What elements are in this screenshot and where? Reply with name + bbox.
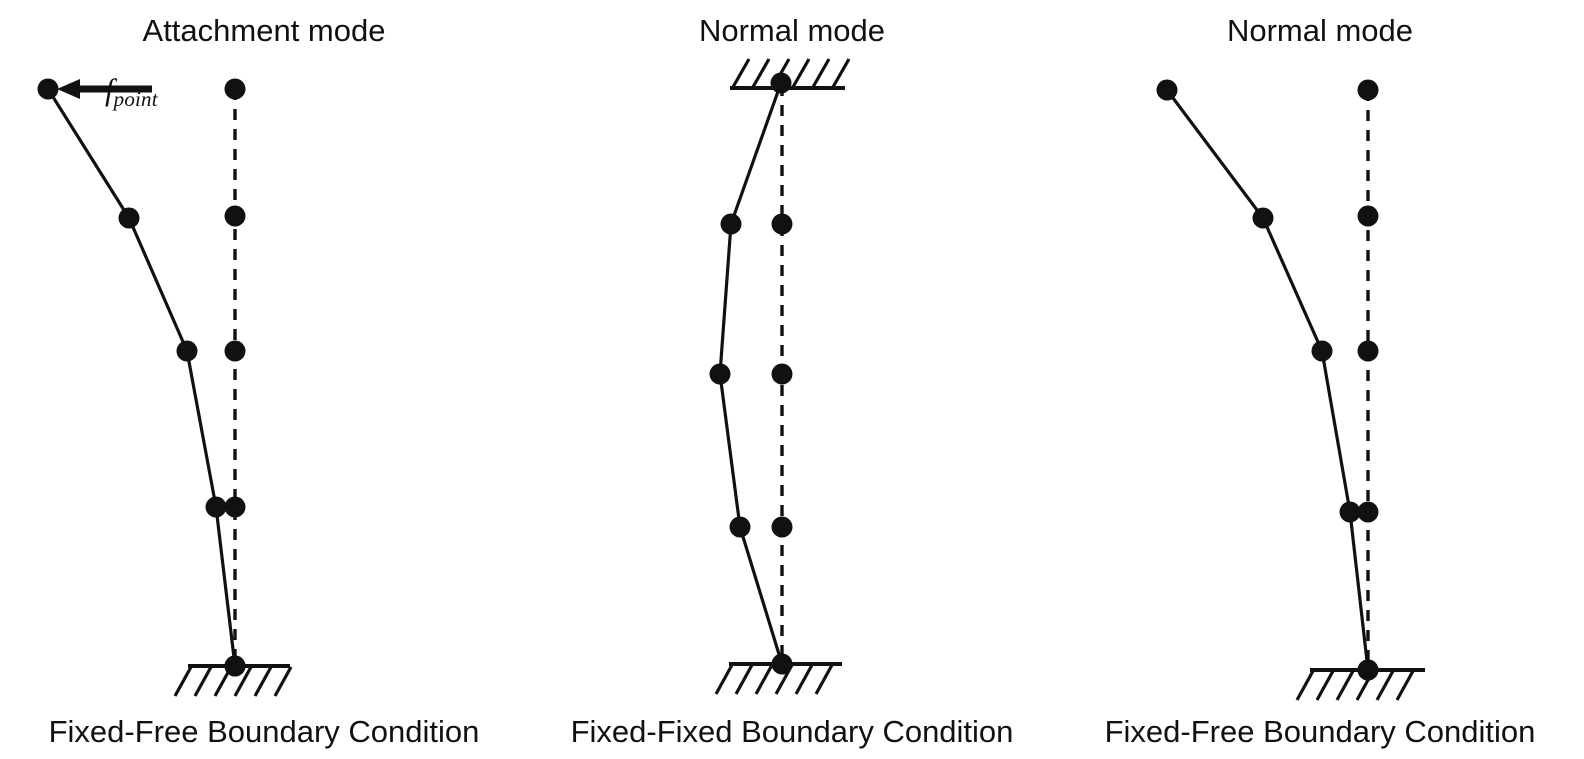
- support-hatch: [791, 58, 811, 88]
- panel-normal-mode-fixed-free: Normal mode: [1056, 0, 1584, 759]
- point-force-label: fpoint: [105, 72, 158, 111]
- reference-node: [1357, 340, 1379, 362]
- support-hatch: [731, 58, 751, 88]
- mode-node: [1339, 501, 1361, 523]
- mode-node: [709, 363, 731, 385]
- support-hatch: [814, 664, 834, 695]
- undeformed-reference-axis: [771, 85, 793, 664]
- ground-hatch-icon: [730, 58, 851, 90]
- support-hatch: [714, 664, 734, 695]
- support-hatch: [1315, 670, 1335, 701]
- support-hatch: [774, 664, 794, 695]
- reference-node: [1357, 205, 1379, 227]
- mode-node: [1156, 79, 1178, 101]
- ground-hatch-icon: [1295, 668, 1425, 701]
- support-hatch: [273, 666, 293, 697]
- reference-node: [224, 496, 246, 518]
- reference-node: [224, 78, 246, 100]
- mode-node: [1252, 207, 1274, 229]
- point-force-symbol: f: [105, 72, 114, 107]
- mode-node: [1311, 340, 1333, 362]
- force-arrow-head: [57, 79, 80, 99]
- support-hatch: [794, 664, 814, 695]
- mode-shape-polyline: [1165, 88, 1370, 672]
- support-hatch: [193, 666, 213, 697]
- support-hatch: [1355, 670, 1375, 701]
- support-hatch: [173, 666, 193, 697]
- panel-caption: Fixed-Free Boundary Condition: [48, 714, 480, 749]
- reference-node: [771, 363, 793, 385]
- support-hatch: [811, 58, 831, 88]
- mode-node: [729, 516, 751, 538]
- panel-diagram: [1156, 79, 1425, 701]
- panel-title: Attachment mode: [142, 13, 386, 48]
- reference-node: [771, 516, 793, 538]
- undeformed-reference-axis: [1357, 79, 1379, 681]
- support-hatch: [1335, 670, 1355, 701]
- panel-diagram: [37, 78, 293, 697]
- support-hatch: [253, 666, 273, 697]
- support-hatch: [1375, 670, 1395, 701]
- mode-node: [37, 78, 59, 100]
- mode-node: [205, 496, 227, 518]
- support-hatch: [1395, 670, 1415, 701]
- reference-node: [224, 205, 246, 227]
- force-arrow-icon: [57, 79, 152, 99]
- panel-caption: Fixed-Fixed Boundary Condition: [570, 714, 1014, 749]
- support-hatch: [734, 664, 754, 695]
- reference-node: [1357, 79, 1379, 101]
- undeformed-reference-axis: [224, 78, 246, 677]
- deformed-mode-shape: [37, 78, 246, 677]
- panel-attachment-mode: Attachment mode: [0, 0, 528, 759]
- support-hatch: [831, 58, 851, 88]
- ground-hatch-icon: [714, 662, 842, 695]
- reference-node: [1357, 501, 1379, 523]
- mode-shape-polyline: [46, 87, 237, 668]
- support-hatch: [751, 58, 771, 88]
- reference-node: [224, 340, 246, 362]
- panel-caption: Fixed-Free Boundary Condition: [1104, 714, 1536, 749]
- panel-normal-mode-fixed-fixed: Normal mode: [528, 0, 1056, 759]
- support-hatch: [771, 58, 791, 88]
- mode-node: [176, 340, 198, 362]
- mode-node: [118, 207, 140, 229]
- ground-hatch-icon: [173, 664, 293, 697]
- support-hatch: [754, 664, 774, 695]
- panel-diagram: [709, 58, 851, 695]
- panel-title: Normal mode: [698, 13, 886, 48]
- deformed-mode-shape: [1156, 79, 1379, 681]
- support-hatch: [1295, 670, 1315, 701]
- support-hatch: [213, 666, 233, 697]
- mode-node: [720, 213, 742, 235]
- point-force-subscript: point: [113, 87, 158, 111]
- panel-title: Normal mode: [1226, 13, 1414, 48]
- support-hatch: [233, 666, 253, 697]
- reference-node: [771, 213, 793, 235]
